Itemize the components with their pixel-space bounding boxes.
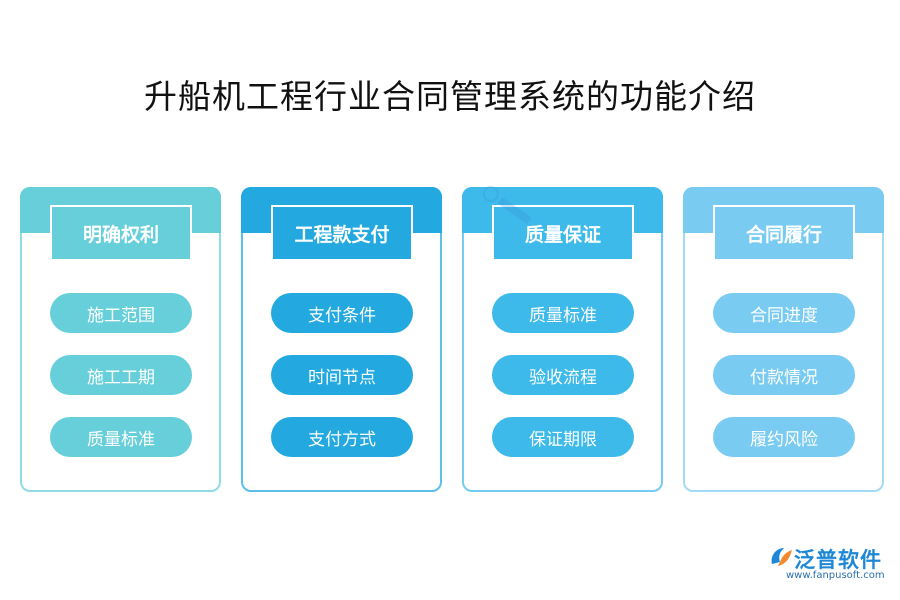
item-pill: 施工工期: [50, 355, 192, 395]
item-pill: 验收流程: [492, 355, 634, 395]
item-pill: 履约风险: [713, 417, 855, 457]
item-pill: 保证期限: [492, 417, 634, 457]
page-title: 升船机工程行业合同管理系统的功能介绍: [144, 77, 756, 116]
column-performance: 合同履行 合同进度 付款情况 履约风险: [683, 187, 884, 492]
column-header: 明确权利: [50, 205, 192, 261]
fanpu-logo-icon: [771, 548, 792, 566]
item-pill: 施工范围: [50, 293, 192, 333]
brand-logo: 泛普软件 www.fanpusoft.com: [768, 542, 888, 586]
item-pill: 付款情况: [713, 355, 855, 395]
item-pill: 支付条件: [271, 293, 413, 333]
column-rights: 明确权利 施工范围 施工工期 质量标准: [20, 187, 221, 492]
column-quality: 质量保证 质量标准 验收流程 保证期限: [462, 187, 663, 492]
item-pill: 质量标准: [492, 293, 634, 333]
column-payment: 工程款支付 支付条件 时间节点 支付方式: [241, 187, 442, 492]
item-pill: 支付方式: [271, 417, 413, 457]
item-pill: 质量标准: [50, 417, 192, 457]
logo-url: www.fanpusoft.com: [786, 570, 885, 581]
column-header: 工程款支付: [271, 205, 413, 261]
watermark-logo-icon: [482, 185, 531, 224]
item-pill: 时间节点: [271, 355, 413, 395]
logo-name: 泛普软件: [794, 548, 882, 572]
column-header: 质量保证: [492, 205, 634, 261]
column-header: 合同履行: [713, 205, 855, 261]
item-pill: 合同进度: [713, 293, 855, 333]
